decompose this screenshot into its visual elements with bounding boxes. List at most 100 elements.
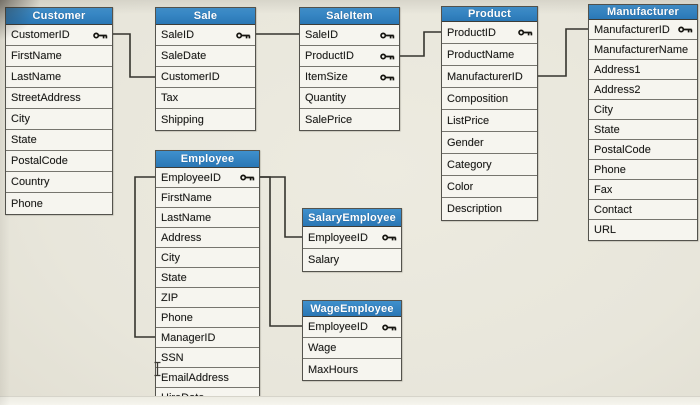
field-manufacturer-url[interactable]: URL [589,220,697,240]
field-product-productid[interactable]: ProductID [442,22,537,44]
field-label: EmployeeID [308,231,368,244]
field-customer-lastname[interactable]: LastName [6,67,112,88]
field-label: SaleID [161,29,195,41]
field-label: State [161,271,187,284]
primary-key-icon [678,25,693,34]
field-label: State [11,134,37,146]
field-product-category[interactable]: Category [442,154,537,176]
primary-key-icon [93,31,108,40]
field-customer-phone[interactable]: Phone [6,193,112,214]
field-sale-customerid[interactable]: CustomerID [156,67,255,88]
field-sale-saledate[interactable]: SaleDate [156,46,255,67]
field-employee-ssn[interactable]: SSN [156,348,259,368]
table-salaryemployee-header[interactable]: SalaryEmployee [303,209,401,227]
relationship-customer-sale[interactable] [113,33,155,78]
field-manufacturer-address1[interactable]: Address1 [589,60,697,80]
field-saleitem-itemsize[interactable]: ItemSize [300,67,399,88]
field-product-color[interactable]: Color [442,176,537,198]
relationship-employee-self[interactable] [134,176,155,338]
field-manufacturer-postalcode[interactable]: PostalCode [589,140,697,160]
field-product-productname[interactable]: ProductName [442,44,537,66]
field-product-listprice[interactable]: ListPrice [442,110,537,132]
field-label: Color [447,180,474,193]
field-employee-zip[interactable]: ZIP [156,288,259,308]
field-saleitem-saleid[interactable]: SaleID [300,25,399,46]
field-customer-country[interactable]: Country [6,172,112,193]
field-employee-state[interactable]: State [156,268,259,288]
field-manufacturer-contact[interactable]: Contact [589,200,697,220]
field-manufacturer-city[interactable]: City [589,100,697,120]
primary-key-icon [382,233,397,242]
field-product-description[interactable]: Description [442,198,537,220]
field-customer-state[interactable]: State [6,130,112,151]
table-employee-header[interactable]: Employee [156,151,259,168]
field-label: Country [11,176,50,188]
field-saleitem-quantity[interactable]: Quantity [300,88,399,109]
field-customer-city[interactable]: City [6,109,112,130]
field-label: State [594,123,620,136]
field-manufacturer-address2[interactable]: Address2 [589,80,697,100]
field-manufacturer-manufacturerid[interactable]: ManufacturerID [589,20,697,40]
field-customer-streetaddress[interactable]: StreetAddress [6,88,112,109]
field-manufacturer-state[interactable]: State [589,120,697,140]
table-saleitem-header[interactable]: SaleItem [300,8,399,25]
field-label: EmailAddress [161,371,229,384]
field-label: MaxHours [308,363,359,376]
table-manufacturer-header[interactable]: Manufacturer [589,5,697,20]
field-label: URL [594,224,617,236]
field-product-composition[interactable]: Composition [442,88,537,110]
field-manufacturer-fax[interactable]: Fax [589,180,697,200]
field-label: Gender [447,136,484,149]
field-salaryemployee-salary[interactable]: Salary [303,249,401,271]
field-wageemployee-employeeid[interactable]: EmployeeID [303,317,401,338]
field-sale-saleid[interactable]: SaleID [156,25,255,46]
field-employee-emailaddress[interactable]: EmailAddress [156,368,259,388]
field-label: City [11,113,30,125]
table-wageemployee-header[interactable]: WageEmployee [303,301,401,317]
table-sale-header[interactable]: Sale [156,8,255,25]
field-saleitem-saleprice[interactable]: SalePrice [300,109,399,130]
field-employee-city[interactable]: City [156,248,259,268]
relationship-employee-wageemployee[interactable] [260,176,302,327]
relationship-employee-salaryemployee[interactable] [260,176,302,238]
primary-key-icon [380,31,395,40]
field-product-gender[interactable]: Gender [442,132,537,154]
field-wageemployee-wage[interactable]: Wage [303,338,401,359]
field-employee-address[interactable]: Address [156,228,259,248]
field-salaryemployee-employeeid[interactable]: EmployeeID [303,227,401,249]
field-employee-firstname[interactable]: FirstName [156,188,259,208]
field-customer-customerid[interactable]: CustomerID [6,25,112,46]
field-label: Composition [447,92,509,105]
field-sale-shipping[interactable]: Shipping [156,109,255,130]
field-wageemployee-maxhours[interactable]: MaxHours [303,359,401,380]
field-label: Description [447,203,503,215]
field-customer-firstname[interactable]: FirstName [6,46,112,67]
field-product-manufacturerid[interactable]: ManufacturerID [442,66,537,88]
field-employee-managerid[interactable]: ManagerID [156,328,259,348]
field-manufacturer-manufacturername[interactable]: ManufacturerName [589,40,697,60]
primary-key-icon [382,323,397,332]
field-employee-phone[interactable]: Phone [156,308,259,328]
relationship-saleitem-product[interactable] [400,31,441,57]
table-product-header[interactable]: Product [442,7,537,22]
field-manufacturer-phone[interactable]: Phone [589,160,697,180]
field-customer-postalcode[interactable]: PostalCode [6,151,112,172]
field-sale-tax[interactable]: Tax [156,88,255,109]
field-label: Contact [594,203,632,216]
relationship-product-manufacturer[interactable] [538,28,588,77]
field-label: StreetAddress [11,92,81,104]
field-label: ProductID [305,50,354,62]
table-customer-header[interactable]: Customer [6,8,112,25]
field-employee-lastname[interactable]: LastName [156,208,259,228]
field-employee-employeeid[interactable]: EmployeeID [156,168,259,188]
field-saleitem-productid[interactable]: ProductID [300,46,399,67]
field-label: Address2 [594,83,641,96]
